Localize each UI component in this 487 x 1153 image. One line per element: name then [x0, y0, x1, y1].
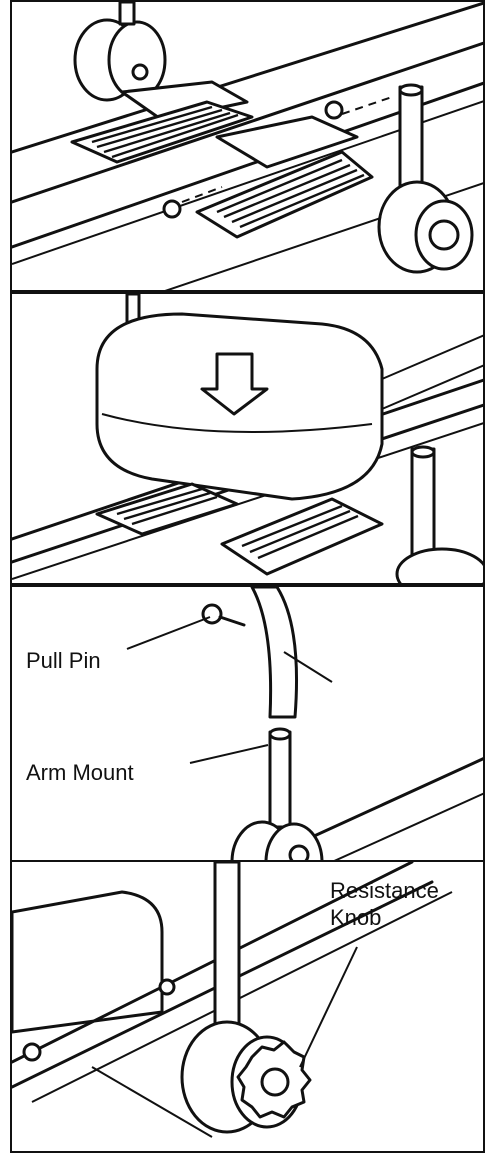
- resistance-knob-icon: [395, 445, 483, 583]
- arm-mount-icon: [268, 727, 292, 829]
- pull-pin-label: Pull Pin: [26, 648, 101, 673]
- step-3-arm-mount-panel: [10, 585, 485, 860]
- step-4-resistance-knob-panel: [10, 860, 485, 1153]
- resistance-knob-icon: [230, 820, 324, 860]
- pivot-pin-icon: [162, 96, 393, 219]
- resistance-knob-icon: [377, 83, 474, 274]
- pedal-icon: [95, 482, 239, 536]
- step-1-pedals-panel: [10, 0, 485, 292]
- seat-illustration: [12, 294, 483, 583]
- pedal-icon: [70, 80, 254, 164]
- roller-wheel-icon: [73, 2, 167, 102]
- pedal-icon: [195, 115, 374, 239]
- resistance-knob-label-line1: Resistance: [330, 878, 439, 903]
- arm-mount-label: Arm Mount: [26, 760, 134, 785]
- step-2-seat-panel: [10, 292, 485, 585]
- resistance-knob-illustration: [12, 862, 453, 1138]
- resistance-knob-label-line2: Knob: [330, 905, 382, 930]
- pedal-icon: [220, 497, 384, 576]
- pedals-illustration: [12, 2, 483, 290]
- pull-pin-icon: [201, 603, 246, 627]
- resistance-knob-icon: [180, 1020, 312, 1134]
- seat-arrow-icon: [200, 352, 269, 416]
- arm-icon: [250, 587, 333, 719]
- arm-mount-illustration: [126, 587, 483, 860]
